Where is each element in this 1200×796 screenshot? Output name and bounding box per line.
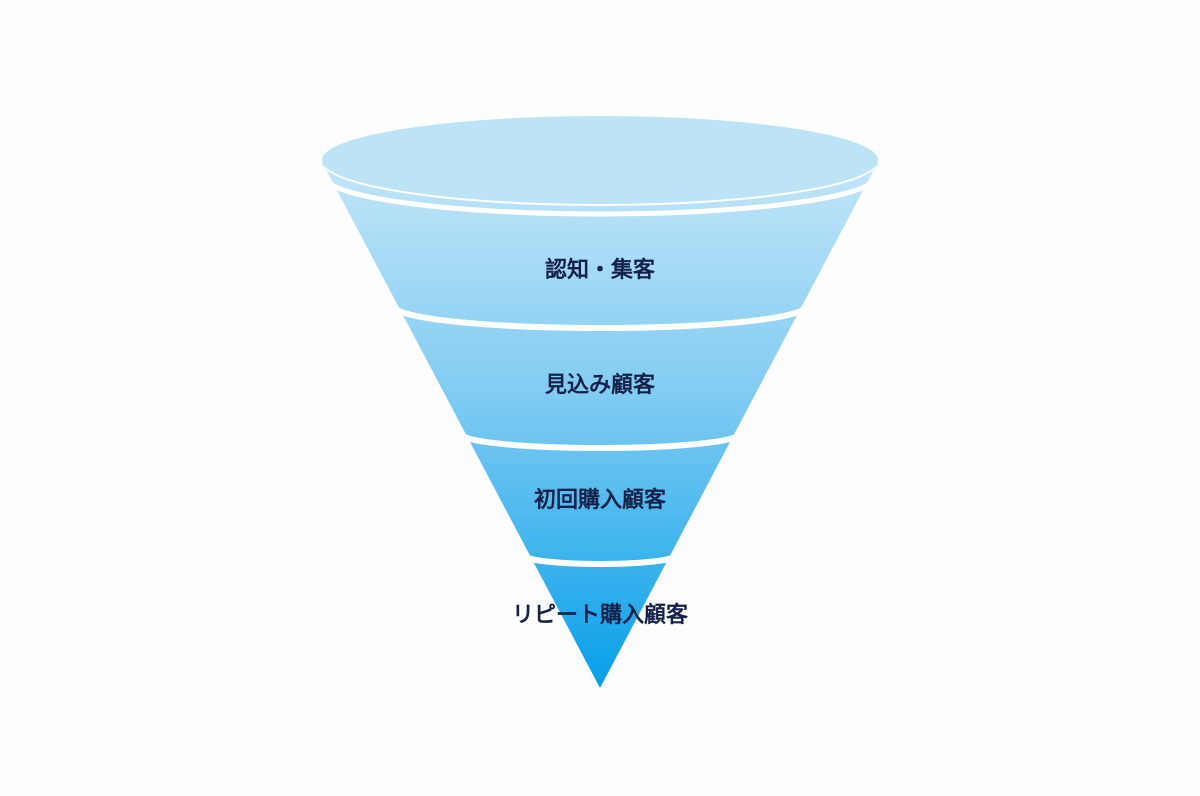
funnel-body bbox=[322, 162, 878, 688]
stage-label-first-purchase: 初回購入顧客 bbox=[534, 487, 667, 513]
funnel-rim-edge bbox=[321, 175, 879, 217]
stage-divider-2 bbox=[458, 432, 742, 451]
stage-divider-1 bbox=[391, 305, 809, 331]
stage-label-repeat-purchase: リピート購入顧客 bbox=[512, 602, 689, 628]
stage-divider-3 bbox=[523, 554, 677, 567]
stage-label-awareness: 認知・集客 bbox=[545, 257, 656, 283]
funnel-rim bbox=[322, 116, 878, 204]
stage-label-prospects: 見込み顧客 bbox=[545, 372, 656, 398]
